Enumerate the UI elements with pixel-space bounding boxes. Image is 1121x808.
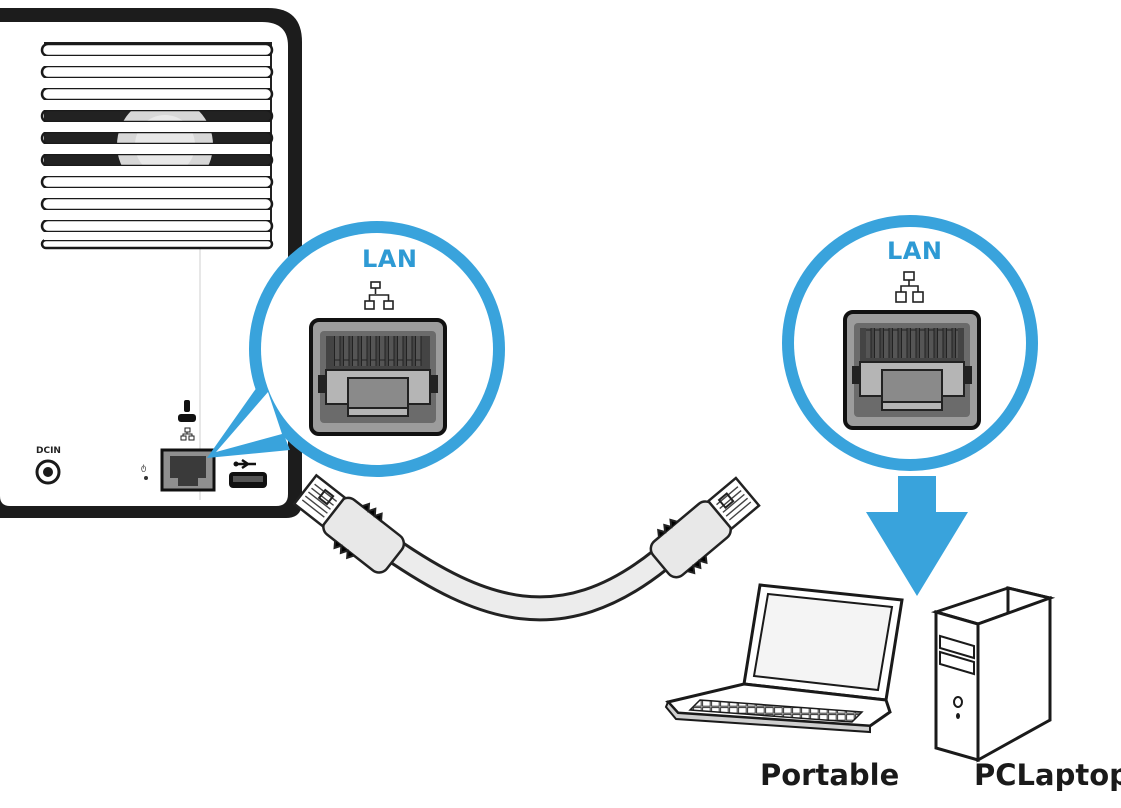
laptop-icon: [664, 583, 904, 734]
ethernet-port: [843, 310, 981, 430]
left-lan-label: LAN: [362, 245, 418, 273]
usb-port: [229, 458, 267, 488]
right-rj45-connector: [649, 476, 761, 579]
lan-network-icon: [180, 427, 195, 441]
reset-pinhole: ტ: [141, 463, 148, 480]
device-lan-port: [160, 448, 216, 492]
dc-in-label: DCIN: [36, 446, 61, 456]
lan-network-icon: [895, 271, 924, 303]
ethernet-port: [309, 318, 447, 436]
pc-caption: PCLaptop: [974, 758, 1121, 792]
left-zoom-callout: [207, 221, 505, 477]
ethernet-cable: [292, 473, 761, 622]
laptop-caption: Portable: [760, 758, 900, 792]
right-lan-label: LAN: [887, 237, 943, 265]
fan-grille: [40, 42, 274, 250]
svg-text:ტ: ტ: [141, 463, 146, 472]
right-zoom-circle: [782, 215, 1038, 471]
power-icon: [178, 400, 196, 422]
nas-device: ტ: [0, 8, 302, 518]
lan-network-icon: [364, 281, 394, 310]
arrow-down-icon: [866, 476, 968, 596]
left-rj45-connector: [292, 473, 406, 574]
dc-in-jack: [35, 459, 61, 485]
desktop-tower-icon: [930, 586, 1056, 763]
